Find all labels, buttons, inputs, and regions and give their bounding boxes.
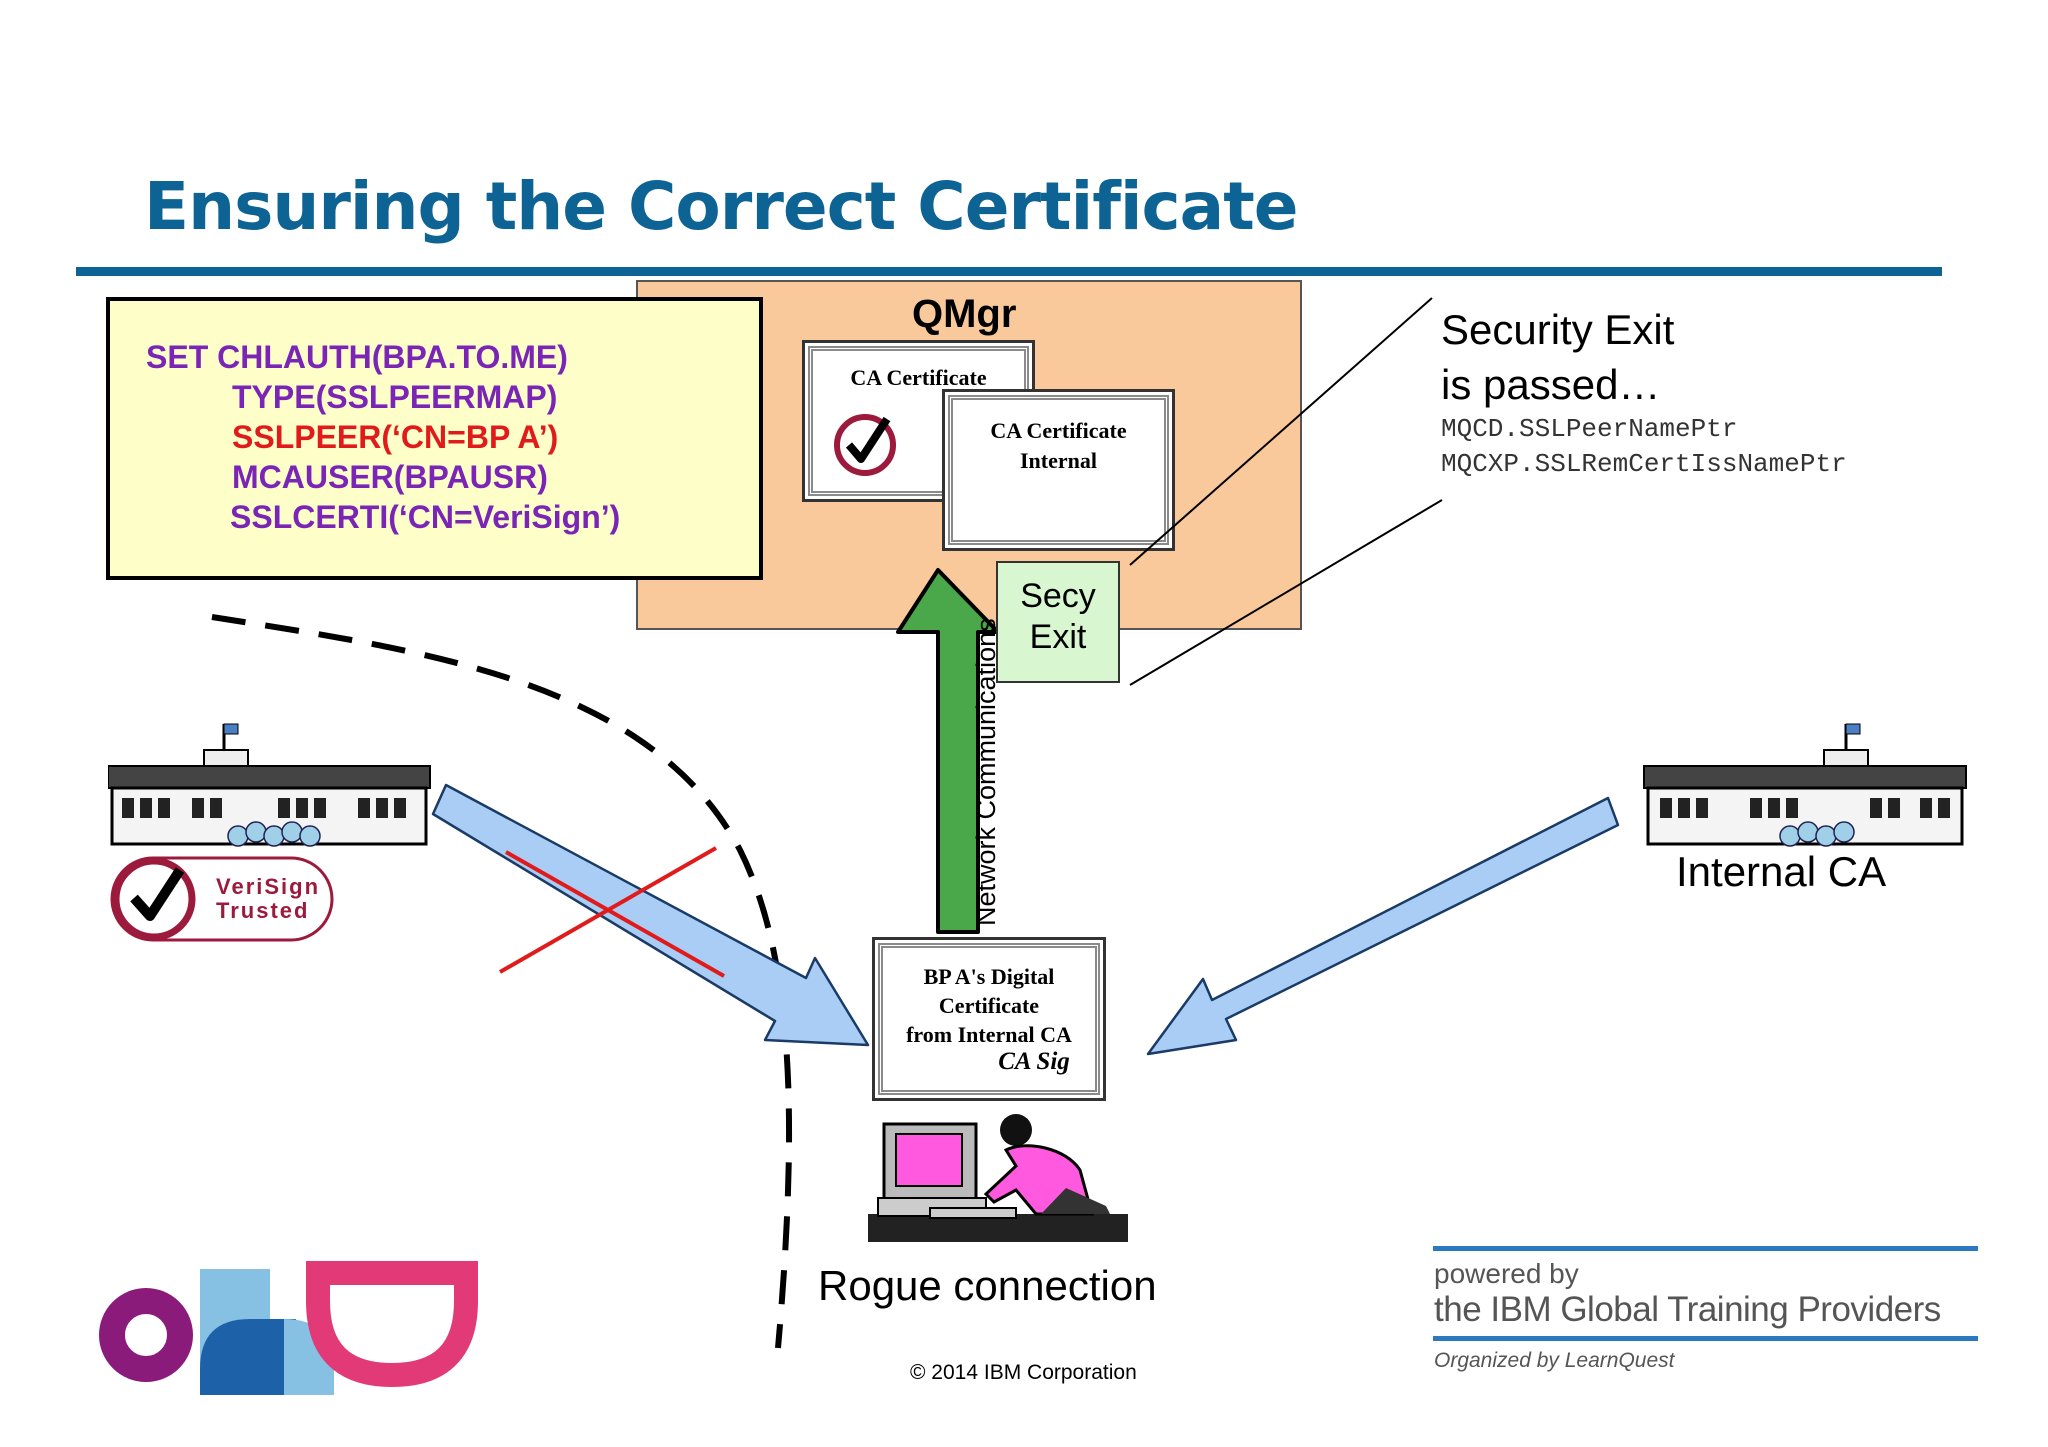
red-cross-line-2 bbox=[499, 846, 717, 974]
copyright-notice: © 2014 IBM Corporation bbox=[910, 1361, 1137, 1384]
verisign-trusted-badge bbox=[110, 856, 334, 942]
verisign-badge-line2: Trusted bbox=[216, 898, 310, 923]
organized-by-label: Organized by LearnQuest bbox=[1434, 1349, 1675, 1372]
slide-title: Ensuring the Correct Certificate bbox=[144, 168, 1299, 245]
powered-by-bottom-rule bbox=[1433, 1336, 1978, 1341]
network-communications-arrow bbox=[896, 568, 1000, 934]
rogue-connection-label: Rogue connection bbox=[818, 1262, 1157, 1309]
decorative-logo bbox=[99, 1261, 478, 1395]
ca-certificate-title: CA Certificate bbox=[850, 365, 987, 390]
internal-ca-label: Internal CA bbox=[1676, 848, 1887, 895]
bp-cert-line2: Certificate bbox=[938, 993, 1040, 1018]
title-rule bbox=[76, 267, 1942, 276]
ca-certificate-internal-title: CA Certificate bbox=[990, 418, 1127, 443]
secy-exit-note: Secy Exit bbox=[996, 561, 1120, 683]
bp-cert-signature: CA Sig bbox=[998, 1048, 1070, 1075]
ca-certificate-internal: CA Certificate Internal bbox=[942, 389, 1175, 551]
ca-certificate-internal-subtitle: Internal bbox=[1020, 448, 1097, 473]
verisign-badge-line1: VeriSign bbox=[216, 874, 321, 899]
mqcxp-field: MQCXP.SSLRemCertIssNamePtr bbox=[1441, 449, 1847, 479]
command-line-sslpeer: SSLPEER(‘CN=BP A’) bbox=[232, 419, 559, 455]
secy-exit-line2: Exit bbox=[1029, 618, 1087, 656]
powered-by-label: powered by bbox=[1434, 1258, 1579, 1289]
command-line-mcauser: MCAUSER(BPAUSR) bbox=[232, 459, 548, 495]
verisign-check-icon bbox=[834, 414, 896, 476]
bp-a-digital-certificate: BP A's Digital Certificate from Internal… bbox=[872, 937, 1106, 1101]
rogue-user-computer-icon bbox=[868, 1114, 1128, 1242]
command-line-set: SET CHLAUTH(BPA.TO.ME) bbox=[146, 339, 568, 375]
mqcd-field: MQCD.SSLPeerNamePtr bbox=[1441, 414, 1738, 444]
command-line-sslcerti: SSLCERTI(‘CN=VeriSign’) bbox=[230, 499, 621, 535]
chlauth-command-box: SET CHLAUTH(BPA.TO.ME) TYPE(SSLPEERMAP) … bbox=[106, 297, 763, 580]
qmgr-label: QMgr bbox=[912, 292, 1017, 336]
bp-cert-line3: from Internal CA bbox=[906, 1022, 1072, 1047]
powered-by-top-rule bbox=[1433, 1246, 1978, 1251]
internal-ca-building-icon bbox=[1643, 723, 1967, 847]
secy-exit-line1: Secy bbox=[1020, 577, 1096, 615]
command-line-type: TYPE(SSLPEERMAP) bbox=[232, 379, 558, 415]
training-providers-label: the IBM Global Training Providers bbox=[1434, 1290, 1941, 1329]
red-cross-line-1 bbox=[505, 850, 725, 978]
verisign-building-icon bbox=[108, 723, 431, 847]
security-exit-subheading: is passed… bbox=[1441, 361, 1661, 408]
security-exit-heading: Security Exit bbox=[1441, 306, 1675, 353]
bp-cert-line1: BP A's Digital bbox=[923, 964, 1055, 989]
